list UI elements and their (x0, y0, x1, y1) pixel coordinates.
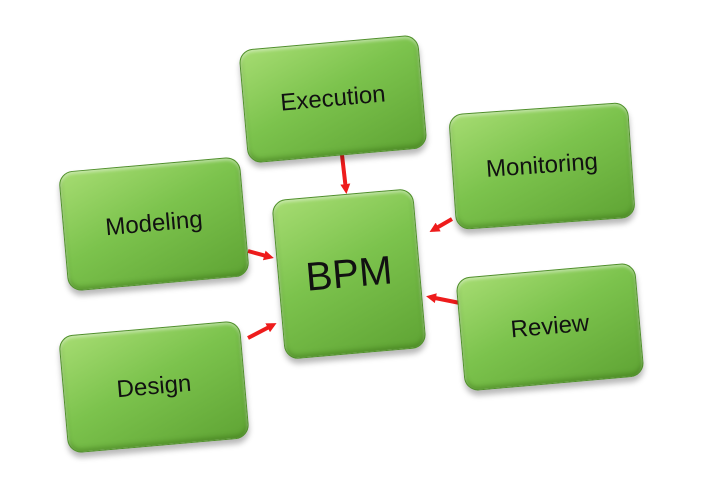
monitoring-label: Monitoring (485, 148, 599, 183)
arrow-review-to-bpm (426, 293, 461, 305)
review-box: Review (455, 262, 645, 392)
design-label: Design (115, 369, 193, 404)
bpm-label: BPM (303, 247, 395, 300)
arrow-modeling-to-bpm (247, 249, 274, 261)
modeling-label: Modeling (104, 205, 204, 242)
execution-box: Execution (238, 34, 428, 164)
review-label: Review (509, 309, 591, 344)
execution-label: Execution (279, 80, 387, 117)
design-box: Design (58, 320, 250, 454)
arrow-design-to-bpm (247, 323, 277, 340)
arrow-execution-to-bpm (340, 154, 351, 194)
monitoring-box: Monitoring (448, 101, 636, 231)
arrow-monitoring-to-bpm (429, 217, 454, 233)
bpm-center-box: BPM (271, 188, 427, 360)
modeling-box: Modeling (58, 156, 250, 292)
